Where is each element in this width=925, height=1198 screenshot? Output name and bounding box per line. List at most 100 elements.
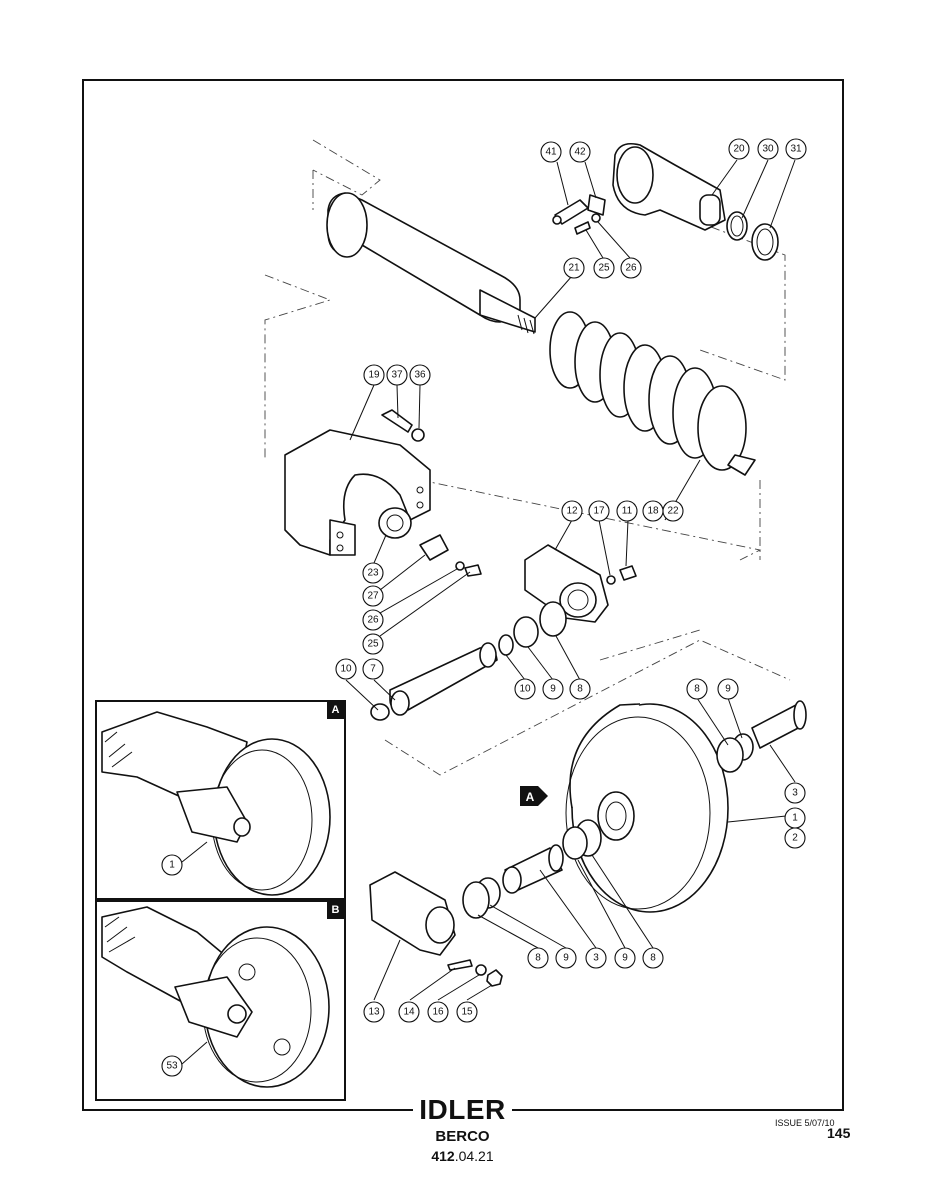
- bolt-25-top: [574, 221, 591, 235]
- callout-13: 13: [363, 1001, 385, 1023]
- svg-text:14: 14: [403, 1007, 415, 1018]
- callout-11: 11: [616, 500, 638, 522]
- svg-text:18: 18: [647, 506, 659, 517]
- callout-12: 12: [561, 500, 583, 522]
- callout-14: 14: [398, 1001, 420, 1023]
- callout-9-lower-left: 9: [555, 947, 577, 969]
- plate-42: [587, 194, 606, 216]
- callout-30: 30: [757, 138, 779, 160]
- inset-b-tag: B: [327, 902, 344, 919]
- callout-2: 2: [784, 827, 806, 849]
- svg-text:8: 8: [535, 953, 541, 964]
- washer-36: [411, 428, 425, 442]
- inset-a-callout: 1: [161, 854, 183, 876]
- bushing-top: [751, 700, 807, 749]
- seal-8-upper: [539, 601, 567, 637]
- svg-text:7: 7: [370, 664, 376, 675]
- callout-17: 17: [588, 500, 610, 522]
- inset-a-tag: A: [327, 702, 344, 719]
- callout-41: 41: [540, 141, 562, 163]
- svg-text:19: 19: [368, 370, 380, 381]
- svg-text:10: 10: [519, 684, 531, 695]
- svg-text:15: 15: [461, 1007, 473, 1018]
- svg-text:3: 3: [593, 953, 599, 964]
- washer-26-top: [591, 213, 601, 223]
- svg-text:20: 20: [733, 144, 745, 155]
- recoil-spring: [549, 311, 756, 476]
- cylinder-head: [612, 142, 726, 231]
- bolt-37: [381, 409, 413, 433]
- svg-text:36: 36: [414, 370, 426, 381]
- nut-15: [486, 969, 503, 987]
- svg-text:3: 3: [792, 788, 798, 799]
- brand-name: BERCO: [435, 1128, 490, 1145]
- svg-text:26: 26: [625, 263, 637, 274]
- idler-shaft: [389, 642, 498, 716]
- svg-text:8: 8: [577, 684, 583, 695]
- inset-a: A 1: [95, 700, 346, 900]
- callout-8-lower-right: 8: [642, 947, 664, 969]
- tension-cylinder: [326, 192, 536, 335]
- svg-text:22: 22: [667, 506, 679, 517]
- svg-text:9: 9: [550, 684, 556, 695]
- callout-19: 19: [363, 364, 385, 386]
- callout-31: 31: [785, 138, 807, 160]
- svg-text:30: 30: [762, 144, 774, 155]
- bearing-block: [524, 544, 609, 623]
- svg-text:1: 1: [169, 860, 175, 871]
- svg-text:8: 8: [650, 953, 656, 964]
- callout-3-lower: 3: [585, 947, 607, 969]
- assembly-guide-lines: [264, 139, 791, 776]
- ring-9-upper: [513, 616, 539, 648]
- section-code: 412.04.21: [431, 1148, 494, 1164]
- callout-20: 20: [728, 138, 750, 160]
- svg-text:9: 9: [622, 953, 628, 964]
- callout-9-lower-right: 9: [614, 947, 636, 969]
- svg-text:8: 8: [694, 684, 700, 695]
- ring-30: [726, 211, 748, 241]
- svg-text:9: 9: [563, 953, 569, 964]
- svg-text:26: 26: [367, 615, 379, 626]
- washer-16: [475, 964, 487, 976]
- page-title: IDLER: [0, 1094, 925, 1126]
- callout-15: 15: [456, 1001, 478, 1023]
- svg-text:9: 9: [725, 684, 731, 695]
- svg-text:42: 42: [574, 147, 586, 158]
- inset-b: B 53: [95, 900, 346, 1101]
- svg-text:23: 23: [367, 568, 379, 579]
- svg-text:25: 25: [598, 263, 610, 274]
- seal-8-right: [716, 737, 744, 773]
- bushing-lower: [502, 844, 564, 894]
- issue-date: ISSUE 5/07/10: [775, 1118, 835, 1128]
- callout-26-mid: 26: [362, 609, 384, 631]
- inset-b-callout: 53: [161, 1055, 183, 1077]
- svg-text:10: 10: [340, 664, 352, 675]
- callout-8-lower-left: 8: [527, 947, 549, 969]
- callout-8-right: 8: [686, 678, 708, 700]
- svg-text:41: 41: [545, 147, 557, 158]
- inset-b-illustration: 53: [101, 906, 330, 1088]
- seal-8-lower-left: [462, 881, 490, 919]
- ring-9-lower-right: [562, 826, 588, 860]
- yoke: [284, 429, 431, 556]
- svg-text:21: 21: [568, 263, 580, 274]
- callout-37: 37: [386, 364, 408, 386]
- callout-8-mid: 8: [569, 678, 591, 700]
- svg-text:11: 11: [622, 506, 633, 517]
- callout-16: 16: [427, 1001, 449, 1023]
- bracket-27: [419, 534, 449, 561]
- ring-31: [751, 223, 779, 261]
- svg-text:16: 16: [432, 1007, 444, 1018]
- svg-text:37: 37: [391, 370, 403, 381]
- bolt-14: [447, 959, 473, 971]
- callout-36: 36: [409, 364, 431, 386]
- inset-a-illustration: 1: [101, 711, 331, 896]
- page-number: 145: [827, 1125, 851, 1141]
- callout-42: 42: [569, 141, 591, 163]
- callout-10-mid: 10: [514, 678, 536, 700]
- svg-text:13: 13: [368, 1007, 380, 1018]
- view-a-arrow: A: [520, 786, 548, 806]
- svg-text:27: 27: [367, 591, 379, 602]
- svg-text:25: 25: [367, 639, 379, 650]
